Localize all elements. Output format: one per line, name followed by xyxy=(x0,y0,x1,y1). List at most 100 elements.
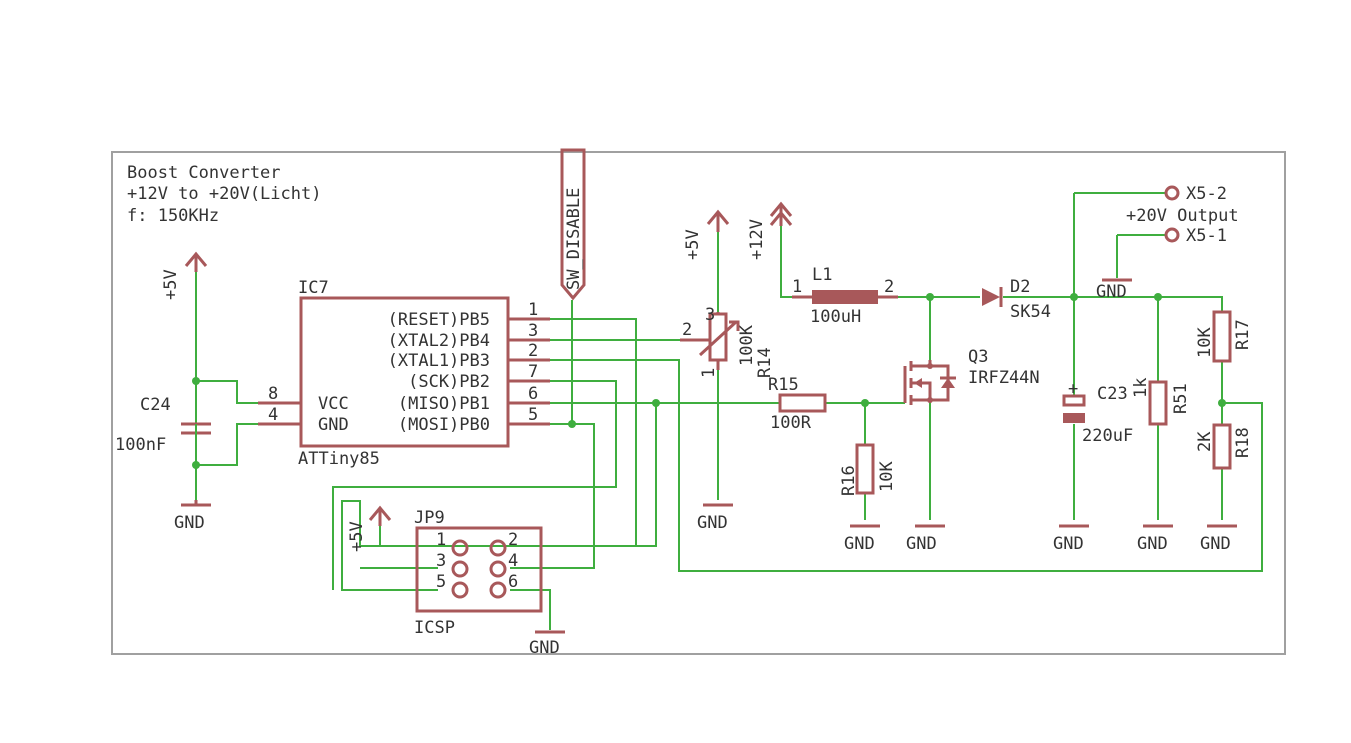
junction xyxy=(1070,293,1078,301)
junction xyxy=(652,399,660,407)
r15-value: 100R xyxy=(770,413,812,433)
junction xyxy=(926,293,934,301)
supply-p5v-label: +5V xyxy=(161,269,181,300)
ground-symbol: GND xyxy=(906,524,945,554)
x5-2-label: X5-2 xyxy=(1186,184,1227,204)
d2-name: D2 xyxy=(1010,277,1030,297)
x5-1-label: X5-1 xyxy=(1186,226,1227,246)
supply-p5v: +5V xyxy=(161,251,208,300)
c23-plate-negative xyxy=(1063,413,1085,423)
sheet-frame xyxy=(111,151,1286,655)
r18-name: R18 xyxy=(1233,427,1253,458)
d2-value: SK54 xyxy=(1010,302,1051,322)
ground-label: GND xyxy=(1137,534,1168,554)
d2-body xyxy=(982,288,1000,306)
r16-resistor: R16 10K xyxy=(839,443,897,496)
c23-plate-positive xyxy=(1062,394,1086,407)
ground-symbol: GND xyxy=(529,630,565,658)
title-block: Boost Converter +12V to +20V(Licht) f: 1… xyxy=(127,163,321,226)
junction xyxy=(192,377,200,385)
jp9-name: JP9 xyxy=(414,508,445,528)
sw-disable-label: SW_DISABLE xyxy=(564,188,584,290)
ic7-pin-num: 7 xyxy=(528,362,538,382)
r14-value: 100K xyxy=(737,324,757,366)
x5-1-pad xyxy=(1164,227,1180,243)
jp9-pin-num: 3 xyxy=(436,551,446,571)
jp9-pin-num: 4 xyxy=(508,551,518,571)
ic7-value: ATTiny85 xyxy=(298,449,380,469)
ground-label: GND xyxy=(906,534,937,554)
ground-label: GND xyxy=(1096,282,1127,302)
l1-inductor: L1 100uH 1 2 xyxy=(792,265,898,327)
ground-symbol: GND xyxy=(1096,278,1132,302)
jp9-icsp-header: JP9 ICSP 1 2 3 4 5 6 xyxy=(414,508,543,638)
r18-body xyxy=(1212,423,1232,470)
r17-name: R17 xyxy=(1233,319,1253,350)
l1-name: L1 xyxy=(812,265,832,285)
l1-value: 100uH xyxy=(810,307,861,327)
l1-pin-num: 2 xyxy=(884,277,894,297)
output-label: +20V Output xyxy=(1126,206,1239,226)
x5-2-pad xyxy=(1164,185,1180,201)
c24-value: 100nF xyxy=(115,435,166,455)
wires xyxy=(195,192,1263,630)
jp9-value: ICSP xyxy=(414,618,455,638)
supply-p12v: +12V xyxy=(747,201,793,260)
supply-p12v-label: +12V xyxy=(747,219,767,260)
net-label-flag xyxy=(560,148,586,301)
ground-symbol: GND xyxy=(844,524,880,554)
r18-value: 2K xyxy=(1195,431,1215,452)
ic7-attiny85: IC7 ATTiny85 8 4 VCC GND 1 3 2 7 6 5 (RE… xyxy=(258,278,550,469)
title-line-1: Boost Converter xyxy=(127,163,281,183)
polarity-plus-icon: + xyxy=(1068,379,1078,399)
r16-value: 10K xyxy=(877,461,897,492)
ic7-pin-num: 3 xyxy=(528,321,538,341)
title-line-3: f: 150KHz xyxy=(127,206,219,226)
x5-output-terminal: X5-2 X5-1 +20V Output xyxy=(1126,184,1239,246)
junction xyxy=(861,399,869,407)
r51-body xyxy=(1148,380,1168,426)
wire-junctions xyxy=(192,293,1226,469)
ic7-pin-label: (XTAL2)PB4 xyxy=(388,331,490,351)
r15-name: R15 xyxy=(768,375,799,395)
r51-value: 1k xyxy=(1131,378,1151,398)
ic7-name: IC7 xyxy=(298,278,329,298)
ic7-pin-num: 8 xyxy=(268,384,278,404)
ic7-pin-label: (XTAL1)PB3 xyxy=(388,351,490,371)
q3-value: IRFZ44N xyxy=(968,368,1040,388)
ground-label: GND xyxy=(174,513,205,533)
r51-name: R51 xyxy=(1171,383,1191,414)
ic7-pin-label: (SCK)PB2 xyxy=(408,372,490,392)
c24-capacitor: C24 100nF xyxy=(115,395,211,455)
jp9-pin-num: 6 xyxy=(508,572,518,592)
q3-name: Q3 xyxy=(968,347,988,367)
jp9-pin-num: 5 xyxy=(436,572,446,592)
ic7-pin-label: GND xyxy=(318,415,349,435)
ic7-pin-num: 1 xyxy=(528,300,538,320)
ground-label: GND xyxy=(697,513,728,533)
ic7-pin-num: 2 xyxy=(528,341,538,361)
r17-resistor: 10K R17 xyxy=(1195,310,1253,363)
jp9-pin-num: 1 xyxy=(436,530,446,550)
r17-body xyxy=(1212,310,1232,363)
supply-p5v: +5V xyxy=(683,209,730,260)
r16-name: R16 xyxy=(839,465,859,496)
r14-potentiometer: 3 2 1 R14 100K xyxy=(680,305,775,378)
ground-symbol: GND xyxy=(174,500,211,533)
q3-mosfet: Q3 IRFZ44N xyxy=(903,347,1040,405)
c23-value: 220uF xyxy=(1082,426,1133,446)
r17-value: 10K xyxy=(1195,327,1215,358)
jp9-body xyxy=(415,526,543,613)
supply-p5v-label: +5V xyxy=(683,229,703,260)
ground-label: GND xyxy=(529,638,560,658)
c23-name: C23 xyxy=(1097,384,1128,404)
r51-resistor: 1k R51 xyxy=(1131,378,1191,426)
ic7-pin-num: 5 xyxy=(528,405,538,425)
ground-symbol: GND xyxy=(697,503,733,533)
r15-resistor: R15 100R xyxy=(768,375,827,433)
ground-symbol: GND xyxy=(1200,524,1237,554)
ic7-pin-label: (RESET)PB5 xyxy=(388,310,490,330)
r14-pin-num: 3 xyxy=(705,305,715,325)
d2-diode: D2 SK54 xyxy=(982,277,1051,322)
r14-pin-num: 1 xyxy=(699,368,719,378)
